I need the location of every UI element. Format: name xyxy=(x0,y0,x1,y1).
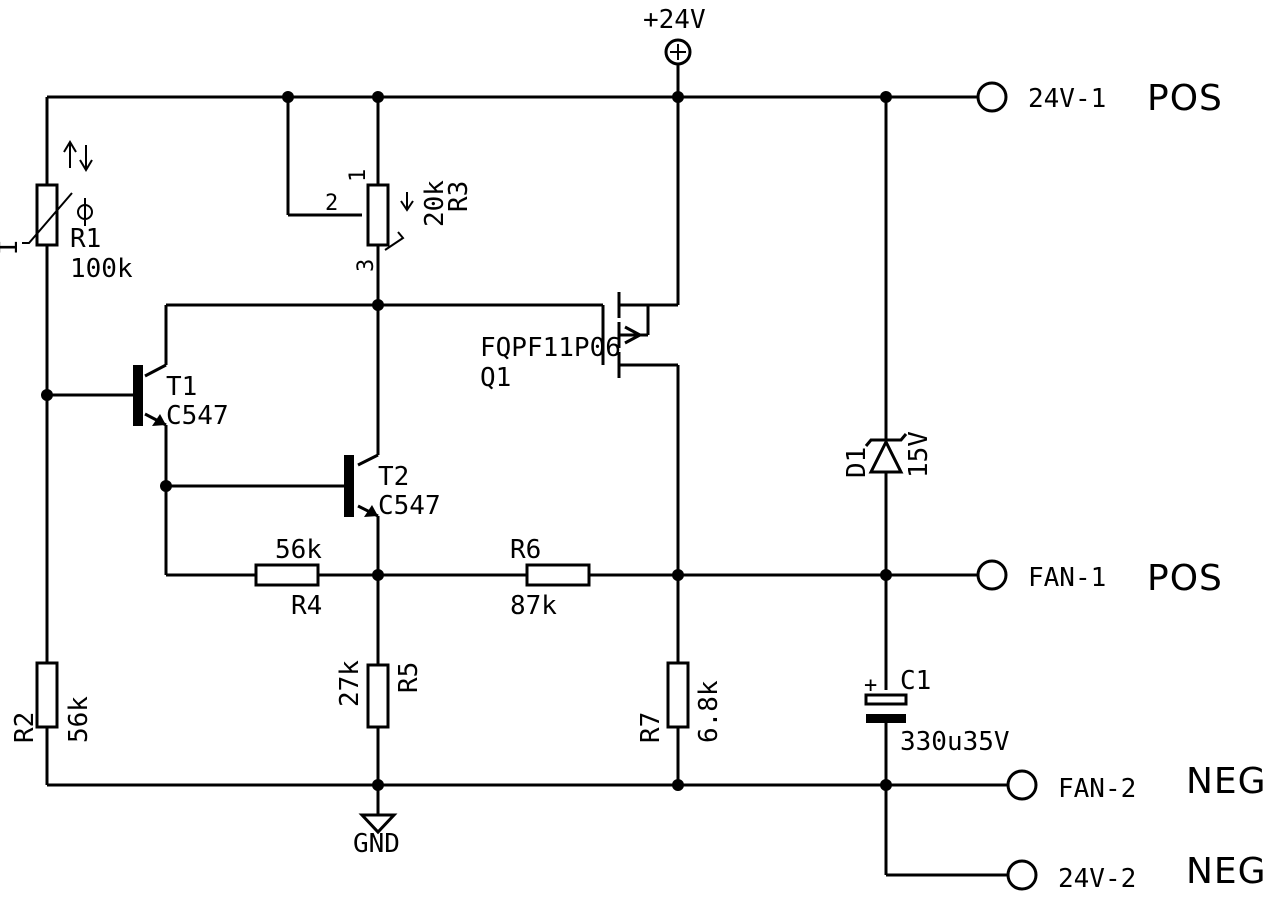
r1-thermistor: I R1 100k xyxy=(0,140,133,284)
r3-pin1: 1 xyxy=(346,169,371,182)
supply-24v: +24V xyxy=(643,5,706,66)
r3-pin3: 3 xyxy=(354,259,379,272)
wires xyxy=(45,65,1008,877)
r2-body xyxy=(35,661,59,729)
d1-triangle xyxy=(868,438,904,474)
t2-base-bar xyxy=(344,455,354,517)
t2-ref: T2 xyxy=(378,462,409,492)
r6-body xyxy=(525,563,591,587)
t1-transistor: T1 C547 xyxy=(133,365,229,431)
terminal-polarity: NEG xyxy=(1186,851,1267,892)
t1-ref: T1 xyxy=(166,372,197,402)
r3-body xyxy=(366,183,390,247)
c1-value: 330u35V xyxy=(900,727,1010,757)
r7-resistor: R7 6.8k xyxy=(636,661,724,743)
r2-resistor: R2 56k xyxy=(10,661,94,743)
q1-ref: Q1 xyxy=(480,363,511,393)
r3-pin2: 2 xyxy=(325,191,338,216)
q1-value: FQPF11P06 xyxy=(480,333,621,363)
terminal-polarity: POS xyxy=(1147,78,1223,119)
t2-value: C547 xyxy=(378,491,441,521)
d1-ref: D1 xyxy=(842,447,872,478)
terminal-name: 24V-2 xyxy=(1058,864,1136,894)
r4-resistor: 56k R4 xyxy=(254,535,322,621)
ground: GND xyxy=(353,813,400,859)
r6-resistor: R6 87k xyxy=(510,535,591,621)
t1-value: C547 xyxy=(166,401,229,431)
r1-value: 100k xyxy=(70,254,133,284)
r2-ref: R2 xyxy=(10,712,40,743)
c1-plate-negative xyxy=(866,714,906,723)
gnd-label: GND xyxy=(353,829,400,859)
d1-value: 15V xyxy=(904,431,934,478)
r5-value: 27k xyxy=(335,660,365,707)
t1-base-bar xyxy=(133,365,143,426)
q1-channel-arrow xyxy=(624,325,644,345)
r2-value: 56k xyxy=(64,696,94,743)
ntc-arrows-icon xyxy=(63,140,93,172)
c1-polarity: + xyxy=(864,673,877,698)
r5-ref: R5 xyxy=(394,662,424,693)
r3-value: 20k xyxy=(420,180,450,227)
junctions xyxy=(41,91,892,791)
ground-symbol xyxy=(358,813,398,835)
r4-ref: R4 xyxy=(291,591,322,621)
r4-body xyxy=(254,563,320,587)
terminal-name: FAN-1 xyxy=(1028,563,1106,593)
terminal-name: 24V-1 xyxy=(1028,84,1106,114)
d1-cathode-bar xyxy=(864,433,908,447)
r4-value: 56k xyxy=(275,535,322,565)
terminal-circle[interactable] xyxy=(1006,859,1038,891)
r6-value: 87k xyxy=(510,591,557,621)
r3-trimmer: 1 2 3 20k R3 xyxy=(325,169,474,272)
q1-mosfet: FQPF11P06 Q1 xyxy=(480,292,650,393)
temperature-icon xyxy=(77,198,94,226)
r7-value: 6.8k xyxy=(694,680,724,743)
c1-plate-positive xyxy=(864,693,908,706)
d1-zener: D1 15V xyxy=(842,431,934,478)
r7-body xyxy=(666,661,690,729)
r7-ref: R7 xyxy=(636,712,666,743)
t2-transistor: T2 C547 xyxy=(344,455,441,521)
r1-body xyxy=(35,183,59,247)
r6-ref: R6 xyxy=(510,535,541,565)
t1-emitter-arrow xyxy=(152,414,166,426)
c1-ref: C1 xyxy=(900,666,931,696)
r1-ref: R1 xyxy=(70,224,101,254)
terminal-polarity: NEG xyxy=(1186,761,1267,802)
r5-body xyxy=(366,663,390,729)
terminal-fan-1[interactable]: FAN-1 POS xyxy=(976,558,1223,599)
r1-pin-label: I xyxy=(0,239,24,255)
terminal-circle[interactable] xyxy=(976,559,1008,591)
t2-emitter-arrow xyxy=(364,505,378,517)
terminal-name: FAN-2 xyxy=(1058,774,1136,804)
r3-ref: R3 xyxy=(444,181,474,212)
terminal-fan-2[interactable]: FAN-2 NEG xyxy=(1006,761,1267,804)
terminal-circle[interactable] xyxy=(976,81,1008,113)
r5-resistor: 27k R5 xyxy=(335,660,424,729)
c1-capacitor: + C1 330u35V xyxy=(864,666,1010,757)
supply-label: +24V xyxy=(643,5,706,35)
terminal-circle[interactable] xyxy=(1006,769,1038,801)
terminal-polarity: POS xyxy=(1147,558,1223,599)
terminal-24v-1[interactable]: 24V-1 POS xyxy=(976,78,1223,119)
trimmer-arrow-icon xyxy=(400,192,414,212)
terminal-24v-2[interactable]: 24V-2 NEG xyxy=(1006,851,1267,894)
